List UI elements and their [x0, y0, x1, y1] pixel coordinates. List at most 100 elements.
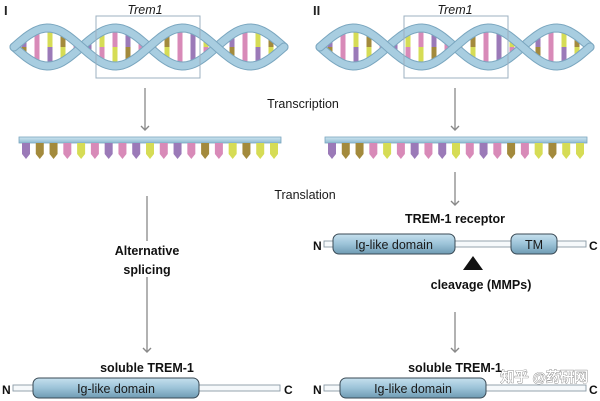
mrna-nucleotide [328, 143, 336, 159]
mrna-nucleotide [479, 143, 488, 159]
dna-helix-right [315, 23, 595, 71]
dna-base-pair-segment [496, 47, 502, 64]
dna-base-pair-segment [99, 31, 105, 47]
dna-base-pair-segment [242, 47, 248, 66]
receptor-ig-domain-label: Ig-like domain [355, 238, 433, 252]
soluble-left-c-terminus: C [284, 383, 293, 397]
receptor-tm-domain [510, 233, 558, 255]
dna-strand [316, 24, 594, 70]
mrna-nucleotide [22, 143, 30, 159]
dna-base-pair-segment [405, 47, 411, 63]
mrna-nucleotide [493, 143, 502, 159]
mrna-nucleotide [452, 143, 460, 159]
panel-label-right: II [313, 3, 320, 18]
dna-base-pair-segment [112, 47, 118, 66]
dna-base-pair-segment [242, 28, 248, 47]
mrna-nucleotide [63, 143, 72, 159]
gene-highlight-box-right [403, 15, 509, 79]
mrna-nucleotide [396, 143, 405, 159]
dna-base-pair-segment [431, 31, 437, 47]
receptor-c-terminus: C [589, 239, 598, 253]
dna-strand [10, 24, 288, 70]
dna-base-pair-segment [366, 47, 372, 62]
cleavage-label: cleavage (MMPs) [431, 278, 532, 292]
dna-base-pair-segment [60, 32, 66, 47]
splicing-label-backdrop [100, 241, 194, 277]
dna-base-pair-segment [34, 30, 40, 47]
receptor-protein: N Ig-like domain TM C [313, 233, 598, 255]
mrna-backbone [18, 136, 282, 144]
dna-base-pair-segment [229, 34, 235, 47]
dna-base-pair-segment [418, 28, 424, 47]
mrna-nucleotide [49, 143, 58, 159]
dna-base-pair-segment [535, 47, 541, 60]
soluble-left-ig-domain [32, 377, 200, 399]
receptor-tm-domain-label: TM [525, 238, 543, 252]
gene-highlight-box-left [95, 15, 201, 79]
dna-base-pair-segment [561, 47, 567, 65]
mrna-nucleotide [341, 143, 350, 159]
dna-base-pair-segment [431, 47, 437, 63]
dna-base-pair-segment [418, 47, 424, 66]
mrna-nucleotide [520, 143, 529, 159]
mrna-nucleotide [548, 143, 557, 159]
mrna-nucleotide [201, 143, 210, 159]
dna-base-pair-segment [177, 28, 183, 47]
dna-base-pair-segment [190, 30, 196, 47]
mrna-nucleotide [146, 143, 154, 159]
dna-base-pair-segment [177, 47, 183, 66]
dna-base-pair-segment [366, 32, 372, 47]
mrna-nucleotide [369, 143, 378, 159]
mrna-nucleotide [104, 143, 113, 159]
soluble-title-left: soluble TREM-1 [100, 361, 194, 375]
mrna-nucleotide [438, 143, 447, 159]
mrna-nucleotide [159, 143, 168, 159]
dna-base-pair-segment [340, 30, 346, 47]
mrna-nucleotide [256, 143, 265, 159]
receptor-title: TREM-1 receptor [405, 212, 505, 226]
dna-base-pair-segment [483, 47, 489, 66]
dna-base-pair-segment [47, 28, 53, 47]
dna-base-pair-segment [125, 47, 131, 63]
dna-base-pair-segment [353, 28, 359, 47]
dna-base-pair-segment [548, 28, 554, 47]
gene-name-right: Trem1 [437, 3, 472, 17]
mrna-nucleotide [90, 143, 99, 159]
dna-base-pair-segment [34, 47, 40, 64]
mrna-nucleotide [118, 143, 127, 159]
dna-base-pair-segment [99, 47, 105, 63]
transcription-label: Transcription [267, 97, 339, 111]
dna-base-pair-segment [470, 32, 476, 47]
mrna-nucleotide [270, 143, 278, 159]
mrna-nucleotide [383, 143, 392, 159]
dna-base-pair-segment [405, 31, 411, 47]
dna-helix-left [9, 23, 289, 71]
cleavage-site-marker [463, 256, 483, 270]
dna-base-pair-segment [496, 30, 502, 47]
gene-name-left: Trem1 [127, 3, 162, 17]
mrna-nucleotide [576, 143, 584, 159]
mrna-right [324, 136, 588, 159]
dna-base-pair-segment [60, 47, 66, 62]
dna-base-pair-segment [190, 47, 196, 64]
soluble-left-n-terminus: N [2, 383, 11, 397]
receptor-n-terminus: N [313, 239, 322, 253]
mrna-nucleotide [214, 143, 223, 159]
dna-base-pair-segment [112, 28, 118, 47]
soluble-right-n-terminus: N [313, 383, 322, 397]
mrna-nucleotide [424, 143, 433, 159]
mrna-nucleotide [410, 143, 419, 159]
dna-base-pair-segment [561, 29, 567, 47]
translation-label: Translation [274, 188, 335, 202]
dna-base-pair-segment [47, 47, 53, 66]
alternative-splicing-label-line1: Alternative [115, 244, 180, 258]
mrna-backbone [324, 136, 588, 144]
mrna-left [18, 136, 282, 159]
dna-base-pair-segment [470, 47, 476, 62]
receptor-ig-domain [332, 233, 456, 255]
dna-base-pair-segment [255, 47, 261, 65]
mrna-nucleotide [507, 143, 516, 159]
mrna-nucleotide [77, 143, 86, 159]
alternative-splicing-label-line2: splicing [123, 263, 170, 277]
